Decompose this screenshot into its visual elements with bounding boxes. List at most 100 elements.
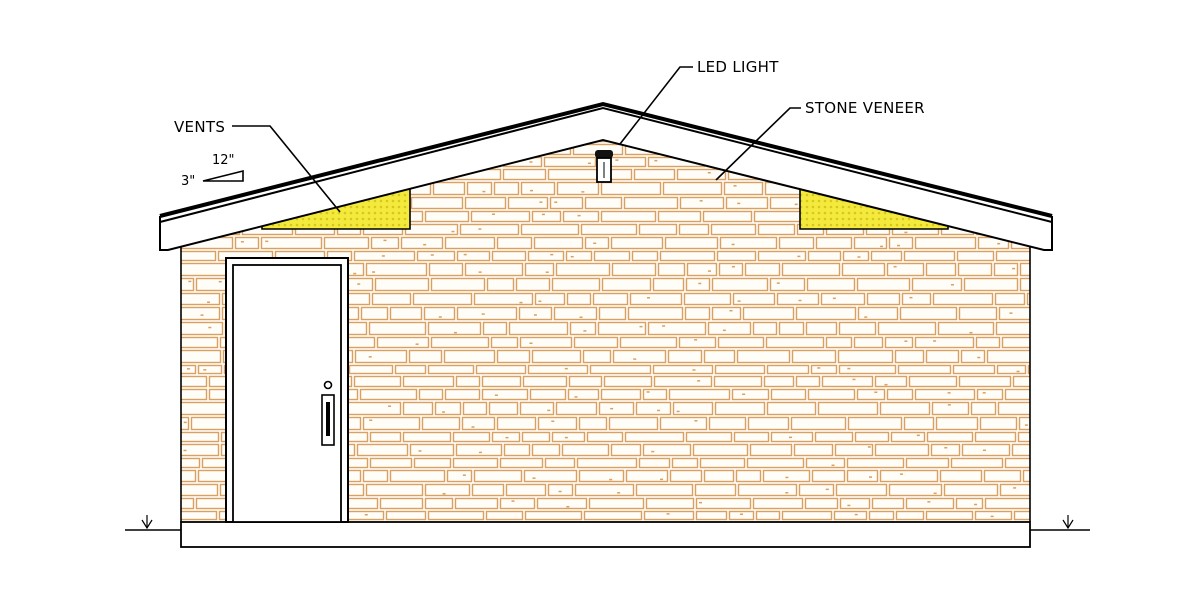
stone bbox=[939, 469, 983, 483]
stone bbox=[181, 321, 224, 336]
stone bbox=[608, 416, 659, 431]
stone bbox=[454, 497, 499, 510]
door-lock bbox=[323, 380, 333, 390]
stone bbox=[635, 401, 672, 416]
stone bbox=[905, 497, 955, 510]
stone bbox=[360, 306, 389, 321]
stone-texture bbox=[900, 473, 904, 475]
stone-texture bbox=[947, 404, 951, 406]
stone-texture bbox=[388, 405, 392, 407]
stone bbox=[610, 236, 664, 250]
stone-texture bbox=[654, 159, 658, 162]
stone bbox=[935, 416, 979, 431]
stone bbox=[807, 250, 842, 262]
stone bbox=[749, 443, 793, 457]
stone bbox=[323, 236, 370, 250]
stone bbox=[181, 416, 190, 431]
stone-texture bbox=[1054, 282, 1057, 284]
stone bbox=[854, 431, 890, 443]
stone-texture bbox=[545, 271, 549, 273]
stone-texture bbox=[697, 380, 701, 382]
stone bbox=[400, 236, 444, 250]
stone bbox=[496, 236, 533, 250]
stone-texture bbox=[240, 241, 244, 243]
stone bbox=[856, 277, 911, 292]
stone bbox=[781, 262, 841, 277]
stone-texture bbox=[929, 137, 933, 139]
stone bbox=[544, 457, 576, 469]
stone bbox=[925, 349, 960, 364]
stone bbox=[583, 510, 643, 521]
foundation bbox=[180, 521, 1031, 548]
stone bbox=[416, 250, 456, 262]
stone bbox=[578, 469, 625, 483]
stone-texture bbox=[857, 256, 861, 258]
stone-texture bbox=[657, 409, 661, 412]
stone-texture bbox=[183, 449, 187, 452]
stone bbox=[430, 277, 486, 292]
stone bbox=[999, 483, 1030, 497]
stone bbox=[753, 210, 807, 223]
stone bbox=[686, 262, 718, 277]
stone bbox=[997, 130, 1030, 143]
stone-texture bbox=[203, 369, 207, 371]
stone bbox=[470, 210, 531, 223]
stone-texture bbox=[256, 136, 260, 139]
stone bbox=[368, 321, 427, 336]
stone bbox=[769, 277, 806, 292]
stone bbox=[362, 416, 421, 431]
stone bbox=[943, 483, 999, 497]
stone bbox=[955, 497, 984, 510]
stone bbox=[963, 277, 1019, 292]
stone-texture bbox=[1051, 368, 1054, 370]
stone bbox=[795, 375, 821, 388]
stone bbox=[879, 469, 939, 483]
stone-texture bbox=[982, 392, 986, 394]
stone-texture bbox=[699, 501, 703, 504]
stone-texture bbox=[875, 162, 879, 164]
stone bbox=[884, 336, 914, 349]
stone bbox=[356, 443, 409, 457]
stone-texture bbox=[825, 488, 829, 491]
stone bbox=[757, 250, 807, 262]
stone bbox=[853, 236, 888, 250]
stone-texture bbox=[381, 255, 385, 257]
stone bbox=[888, 236, 914, 250]
stone-texture bbox=[617, 492, 621, 494]
stone bbox=[490, 336, 519, 349]
stone bbox=[466, 181, 493, 196]
stone-texture bbox=[208, 326, 212, 329]
stone bbox=[835, 483, 888, 497]
stone bbox=[365, 483, 424, 497]
stone bbox=[1018, 416, 1030, 431]
stone bbox=[931, 401, 970, 416]
stone bbox=[434, 401, 462, 416]
stone-texture bbox=[171, 504, 174, 506]
stone bbox=[308, 130, 336, 143]
led-light-fixture bbox=[595, 150, 613, 183]
stone bbox=[671, 457, 699, 469]
stone bbox=[899, 306, 958, 321]
stone bbox=[428, 262, 464, 277]
stone-texture bbox=[551, 420, 555, 423]
stone-texture bbox=[646, 391, 650, 393]
roof bbox=[159, 101, 1053, 251]
stone-texture bbox=[169, 473, 172, 475]
stone bbox=[870, 250, 903, 262]
grade-marker-right bbox=[1062, 515, 1074, 530]
stone bbox=[318, 143, 376, 156]
stone bbox=[798, 483, 835, 497]
stone bbox=[879, 401, 931, 416]
stone bbox=[747, 416, 790, 431]
stone-texture bbox=[478, 451, 482, 454]
stone-texture bbox=[566, 505, 570, 508]
vents-label: VENTS bbox=[174, 118, 225, 136]
stone bbox=[929, 156, 980, 168]
stone bbox=[555, 262, 611, 277]
stone bbox=[379, 497, 424, 510]
stone-veneer-callout: STONE VENEER bbox=[715, 99, 925, 181]
stone bbox=[766, 364, 810, 375]
stone bbox=[930, 443, 961, 457]
stone-texture bbox=[874, 391, 878, 393]
